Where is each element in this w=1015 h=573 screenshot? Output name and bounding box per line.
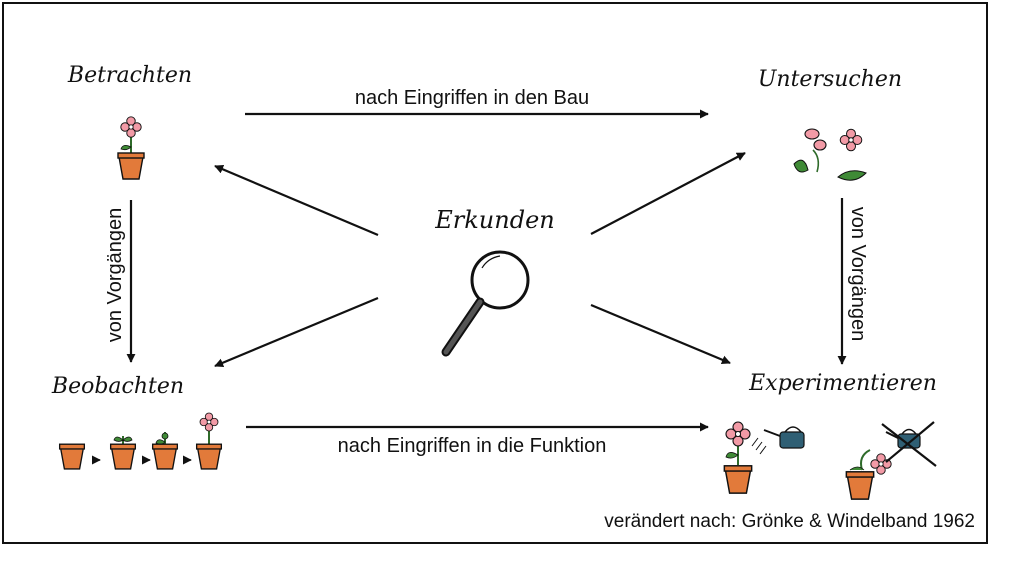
- growth-sequence-icon: [58, 412, 223, 470]
- node-betrachten: Betrachten: [67, 63, 192, 88]
- flower-pot-icon: [117, 116, 145, 180]
- petals-leaves-icon: [793, 128, 867, 181]
- arrow-erkunden-beobachten: [214, 296, 379, 368]
- diagram-frame: [2, 2, 988, 544]
- node-beobachten: Beobachten: [51, 374, 184, 399]
- edge-label-left: von Vorgängen: [104, 208, 126, 343]
- source-citation: verändert nach: Grönke & Windelband 1962: [604, 511, 975, 532]
- arrow-erkunden-experimentieren: [590, 303, 731, 365]
- edge-label-right: von Vorgängen: [847, 207, 869, 342]
- magnifier-icon: [441, 250, 530, 357]
- arrow-erkunden-untersuchen: [590, 152, 746, 235]
- edge-label-bottom: nach Eingriffen in die Funktion: [338, 435, 607, 457]
- edge-label-top: nach Eingriffen in den Bau: [355, 87, 589, 109]
- crossed-watering-can-icon: [845, 421, 937, 500]
- node-erkunden: Erkunden: [434, 206, 554, 234]
- node-experimentieren: Experimentieren: [748, 371, 937, 396]
- node-untersuchen: Untersuchen: [758, 67, 902, 92]
- watering-can-icon: [723, 421, 805, 494]
- arrow-erkunden-betrachten: [214, 164, 379, 237]
